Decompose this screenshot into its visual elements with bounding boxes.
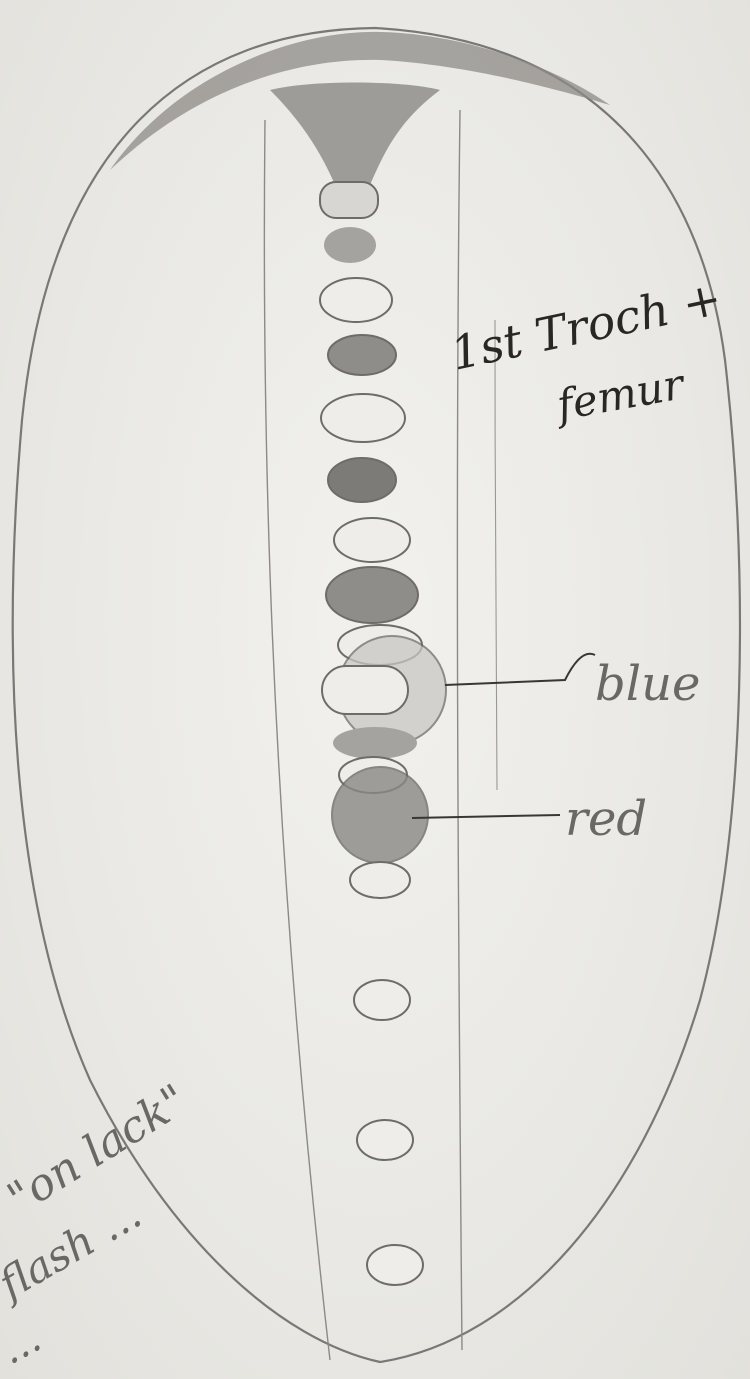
segment-5 [321,394,405,442]
blue-pointer-line [445,654,595,685]
segment-7 [334,518,410,562]
inner-left-line [264,120,330,1360]
segment-16 [367,1245,423,1285]
segment-1 [320,182,378,218]
segment-14 [354,980,410,1020]
annotation-top-line2: femur [550,359,690,430]
label-red: red [565,791,647,847]
segment-6 [328,458,396,502]
segment-2 [324,227,376,263]
annotation-bottom-line3: ... [0,1315,48,1374]
inner-right-line [457,110,462,1350]
top-fan-shading [270,83,440,186]
segment-10 [322,666,408,714]
segment-3 [320,278,392,322]
segment-13 [350,862,410,898]
segment-8 [326,567,418,623]
segment-chain [320,182,446,1285]
red-pointer-line [412,815,560,818]
inner-right-line-2 [495,320,497,790]
red-region [332,767,428,863]
segment-4 [328,335,396,375]
annotation-top-line1: 1st Troch + [446,271,726,381]
segment-11 [333,727,417,759]
label-blue: blue [595,656,700,712]
segment-15 [357,1120,413,1160]
